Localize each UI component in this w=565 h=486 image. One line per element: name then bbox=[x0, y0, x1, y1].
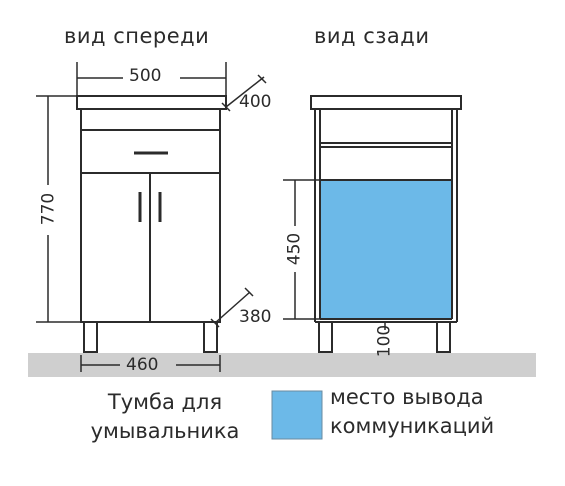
front-view bbox=[76, 95, 227, 353]
back-view bbox=[310, 95, 462, 353]
dim-depth-top: 400 bbox=[239, 92, 272, 112]
communication-zone bbox=[320, 180, 452, 319]
caption-line-1: Тумба для bbox=[107, 390, 223, 414]
back-countertop bbox=[310, 95, 462, 110]
back-view-title: вид сзади bbox=[314, 24, 430, 48]
back-leg-left bbox=[318, 321, 333, 353]
front-leg-left bbox=[83, 321, 98, 353]
front-countertop bbox=[76, 95, 227, 110]
dim-width-top: 500 bbox=[129, 66, 162, 86]
front-leg-right bbox=[203, 321, 218, 353]
caption-line-2: умывальника bbox=[90, 419, 240, 443]
front-view-title: вид спереди bbox=[64, 24, 210, 48]
dim-depth-base: 380 bbox=[239, 307, 272, 327]
dim-width-base: 460 bbox=[126, 355, 159, 375]
back-dimension-lines bbox=[283, 179, 386, 330]
legend-text: место вывода коммуникаций bbox=[330, 383, 494, 441]
caption: Тумба для умывальника bbox=[75, 388, 255, 446]
legend-line-1: место вывода bbox=[330, 385, 484, 409]
legend-line-2: коммуникаций bbox=[330, 414, 495, 438]
legend-swatch bbox=[271, 390, 323, 440]
back-leg-right bbox=[436, 321, 451, 353]
front-dimension-lines bbox=[36, 62, 267, 372]
dim-zone-height: 450 bbox=[284, 232, 305, 266]
dim-height-total: 770 bbox=[38, 192, 59, 226]
dim-zone-offset: 100 bbox=[374, 324, 395, 358]
